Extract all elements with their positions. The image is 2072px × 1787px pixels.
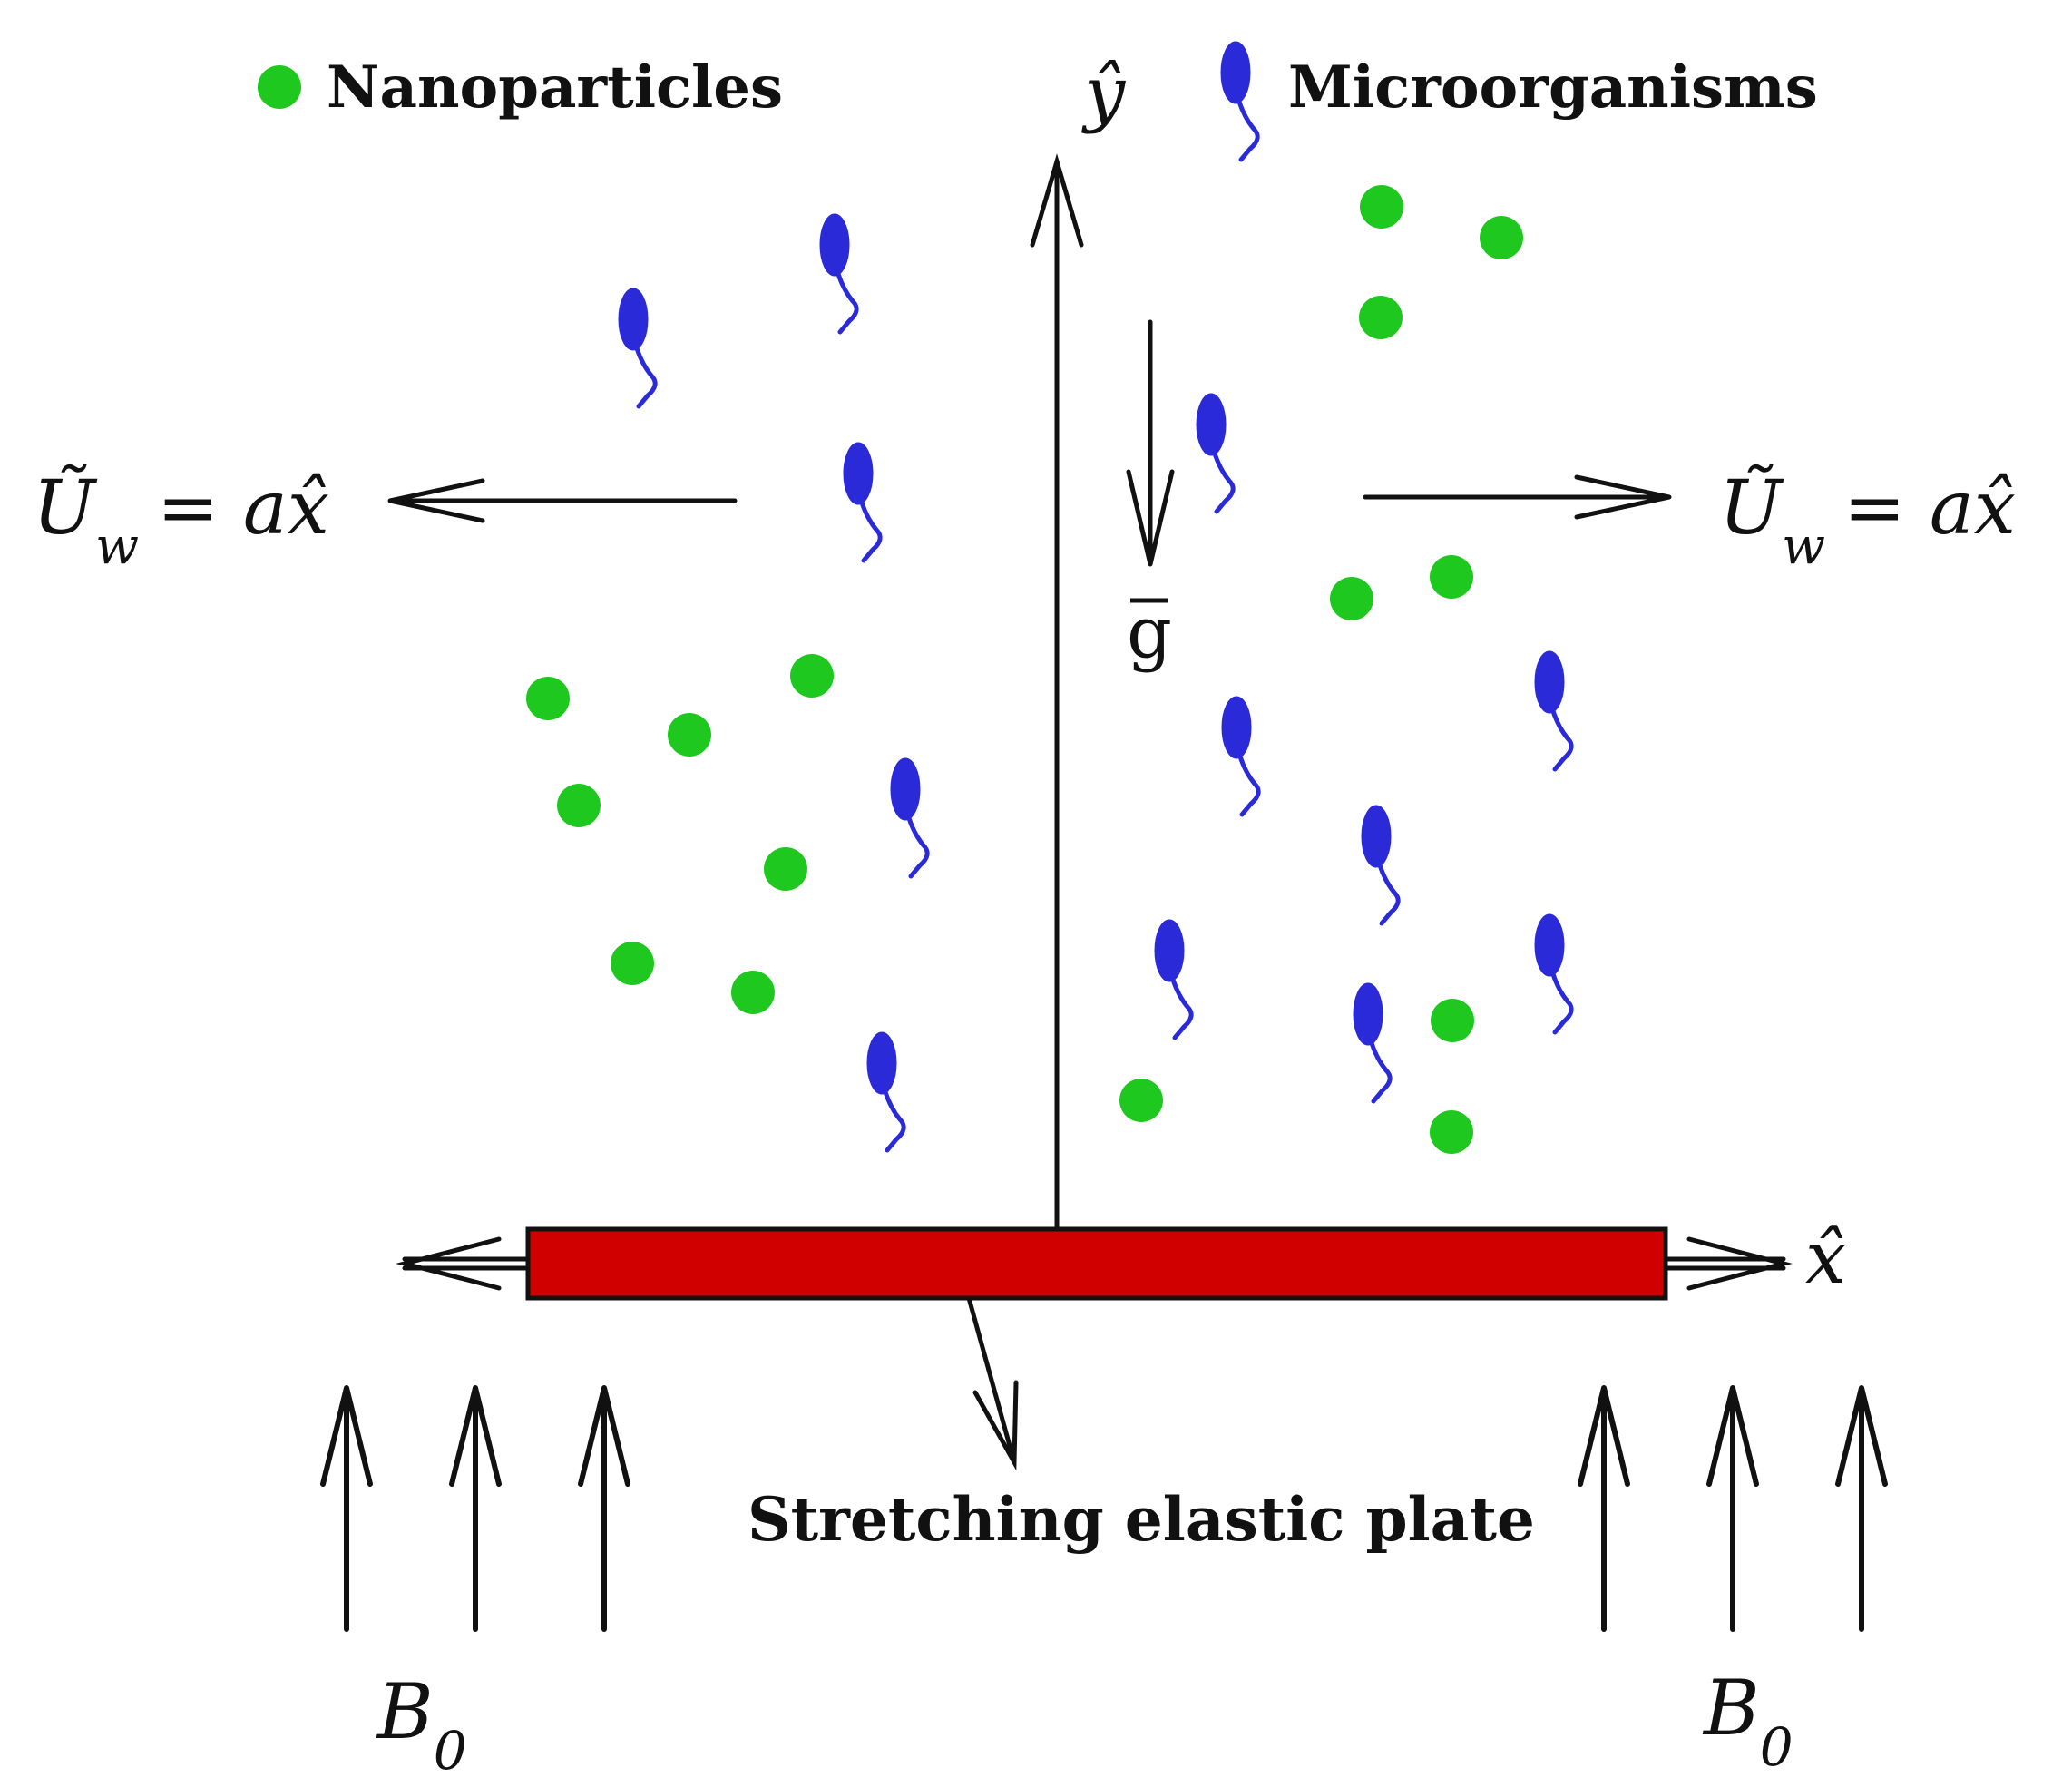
right-velocity-label: Ũw= ax̂ xyxy=(1719,464,2016,576)
plate-caption-pointer xyxy=(966,1295,1019,1471)
nanoparticle-icon xyxy=(557,784,601,827)
nanoparticle-icon xyxy=(764,847,807,891)
microorganism-icon xyxy=(619,288,655,406)
microorganism-icon xyxy=(1535,651,1571,769)
microorganism-icon xyxy=(820,214,856,332)
left-velocity-arrow xyxy=(387,478,738,523)
microorganism-icon xyxy=(1362,806,1398,923)
nanoparticle-icon xyxy=(1360,185,1403,229)
magnetic-field-arrow xyxy=(1835,1385,1888,1632)
plate-stretch-right-arrow xyxy=(1663,1236,1793,1291)
nanoparticle-icon xyxy=(731,971,775,1014)
plate-stretch-left-arrow xyxy=(396,1236,531,1291)
microorganism-icon xyxy=(891,758,927,876)
nanoparticles-legend-label: Nanoparticles xyxy=(327,54,783,122)
nanoparticle-icon xyxy=(611,942,654,985)
field-label-right: B0 xyxy=(1702,1664,1793,1778)
legend: Nanoparticles Microorganisms xyxy=(258,42,1818,160)
microorganism-icon xyxy=(1222,697,1258,815)
microorganism-icon xyxy=(1155,920,1191,1038)
plate-caption: Stretching elastic plate xyxy=(748,1484,1535,1555)
microorganism-icon xyxy=(1197,394,1233,512)
nanoparticle-icon xyxy=(668,713,711,757)
magnetic-field-arrow xyxy=(1706,1385,1759,1632)
nanoparticle-icon xyxy=(1359,296,1403,339)
stretching-plate xyxy=(525,1226,1668,1301)
nanoparticles xyxy=(526,185,1523,1154)
nanoparticle-icon xyxy=(790,654,834,698)
microorganism-legend-icon xyxy=(1221,42,1257,160)
nanoparticle-legend-icon xyxy=(258,65,301,109)
field-label-left: B0 xyxy=(376,1667,467,1782)
left-velocity-label: Ũw= ax̂ xyxy=(33,464,329,576)
nanoparticle-icon xyxy=(1430,555,1473,599)
right-velocity-arrow xyxy=(1363,474,1672,520)
nanoparticle-icon xyxy=(1431,999,1474,1042)
nanoparticle-icon xyxy=(1330,577,1373,620)
magnetic-field-arrows xyxy=(320,1385,1888,1632)
x-axis-label: x̂ xyxy=(1805,1216,1846,1300)
magnetic-field-arrow xyxy=(320,1385,373,1632)
nanoparticle-icon xyxy=(1480,216,1523,259)
microorganism-icon xyxy=(1354,983,1390,1101)
magnetic-field-arrow xyxy=(1578,1385,1630,1632)
gravity-label: g xyxy=(1127,592,1172,674)
y-axis xyxy=(1030,153,1084,1229)
gravity-arrow xyxy=(1126,319,1175,567)
magnetic-field-arrow xyxy=(578,1385,630,1632)
microorganism-icon xyxy=(1535,914,1571,1032)
nanoparticle-icon xyxy=(526,677,570,720)
microorganisms-legend-label: Microorganisms xyxy=(1288,54,1818,122)
y-axis-label: ŷ xyxy=(1081,51,1127,135)
nanoparticle-icon xyxy=(1430,1110,1473,1154)
microorganism-icon xyxy=(867,1032,904,1150)
nanoparticle-icon xyxy=(1119,1079,1163,1122)
magnetic-field-arrow xyxy=(449,1385,502,1632)
microorganism-icon xyxy=(844,443,880,561)
